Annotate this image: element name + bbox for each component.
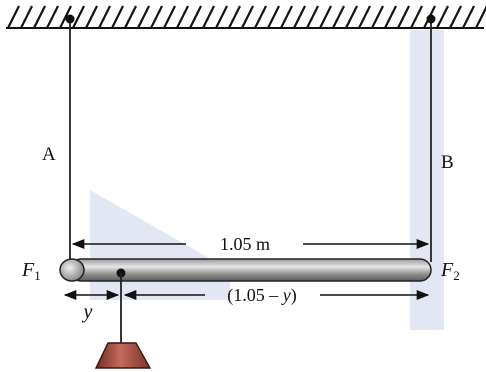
hatch-mark: [293, 5, 306, 29]
hatch-mark: [254, 5, 267, 29]
hatch-mark: [33, 5, 46, 29]
hatch-mark: [189, 5, 202, 29]
hatch-mark: [202, 5, 215, 29]
hatch-mark: [371, 5, 384, 29]
hatch-mark: [176, 5, 189, 29]
ceiling-hatch: [7, 5, 486, 29]
f2-label: F2: [440, 259, 460, 283]
hatch-mark: [397, 5, 410, 29]
f1-label: F1: [21, 259, 41, 283]
hatch-mark: [215, 5, 228, 29]
hatch-mark: [163, 5, 176, 29]
hatch-mark: [241, 5, 254, 29]
hatch-mark: [280, 5, 293, 29]
length-dimension: 1.05 m: [71, 234, 430, 254]
hatch-mark: [85, 5, 98, 29]
hatch-mark: [46, 5, 59, 29]
y-label: y: [82, 301, 93, 323]
rod-end-cap: [59, 258, 85, 282]
y-dimension: y: [63, 289, 120, 323]
hatch-mark: [20, 5, 33, 29]
pivot-dot-icon: [426, 14, 436, 24]
rod: [59, 258, 432, 282]
rope-b-label: B: [441, 152, 454, 173]
hanging-weight: [94, 268, 152, 369]
length-label: 1.05 m: [220, 234, 270, 254]
hatch-mark: [384, 5, 397, 29]
hatch-mark: [319, 5, 332, 29]
hatch-mark: [59, 5, 72, 29]
hatch-mark: [332, 5, 345, 29]
hatch-mark: [475, 5, 486, 29]
hatch-mark: [345, 5, 358, 29]
hatch-mark: [436, 5, 449, 29]
remaining-label: (1.05 – y): [227, 285, 297, 306]
pivot-dot-icon: [65, 14, 75, 24]
trapezoid-weight-icon: [94, 342, 152, 369]
hatch-mark: [7, 5, 20, 29]
hatch-mark: [111, 5, 124, 29]
hatch-mark: [137, 5, 150, 29]
hatch-mark: [98, 5, 111, 29]
hatch-mark: [72, 5, 85, 29]
hatch-mark: [150, 5, 163, 29]
hatch-mark: [462, 5, 475, 29]
hatch-mark: [358, 5, 371, 29]
ceiling: [6, 5, 486, 29]
hatch-mark: [410, 5, 423, 29]
rope-a-label: A: [42, 144, 56, 165]
hatch-mark: [124, 5, 137, 29]
hatch-mark: [306, 5, 319, 29]
hatch-mark: [267, 5, 280, 29]
remaining-dimension: (1.05 – y): [123, 285, 430, 306]
hatch-mark: [228, 5, 241, 29]
hatch-mark: [449, 5, 462, 29]
